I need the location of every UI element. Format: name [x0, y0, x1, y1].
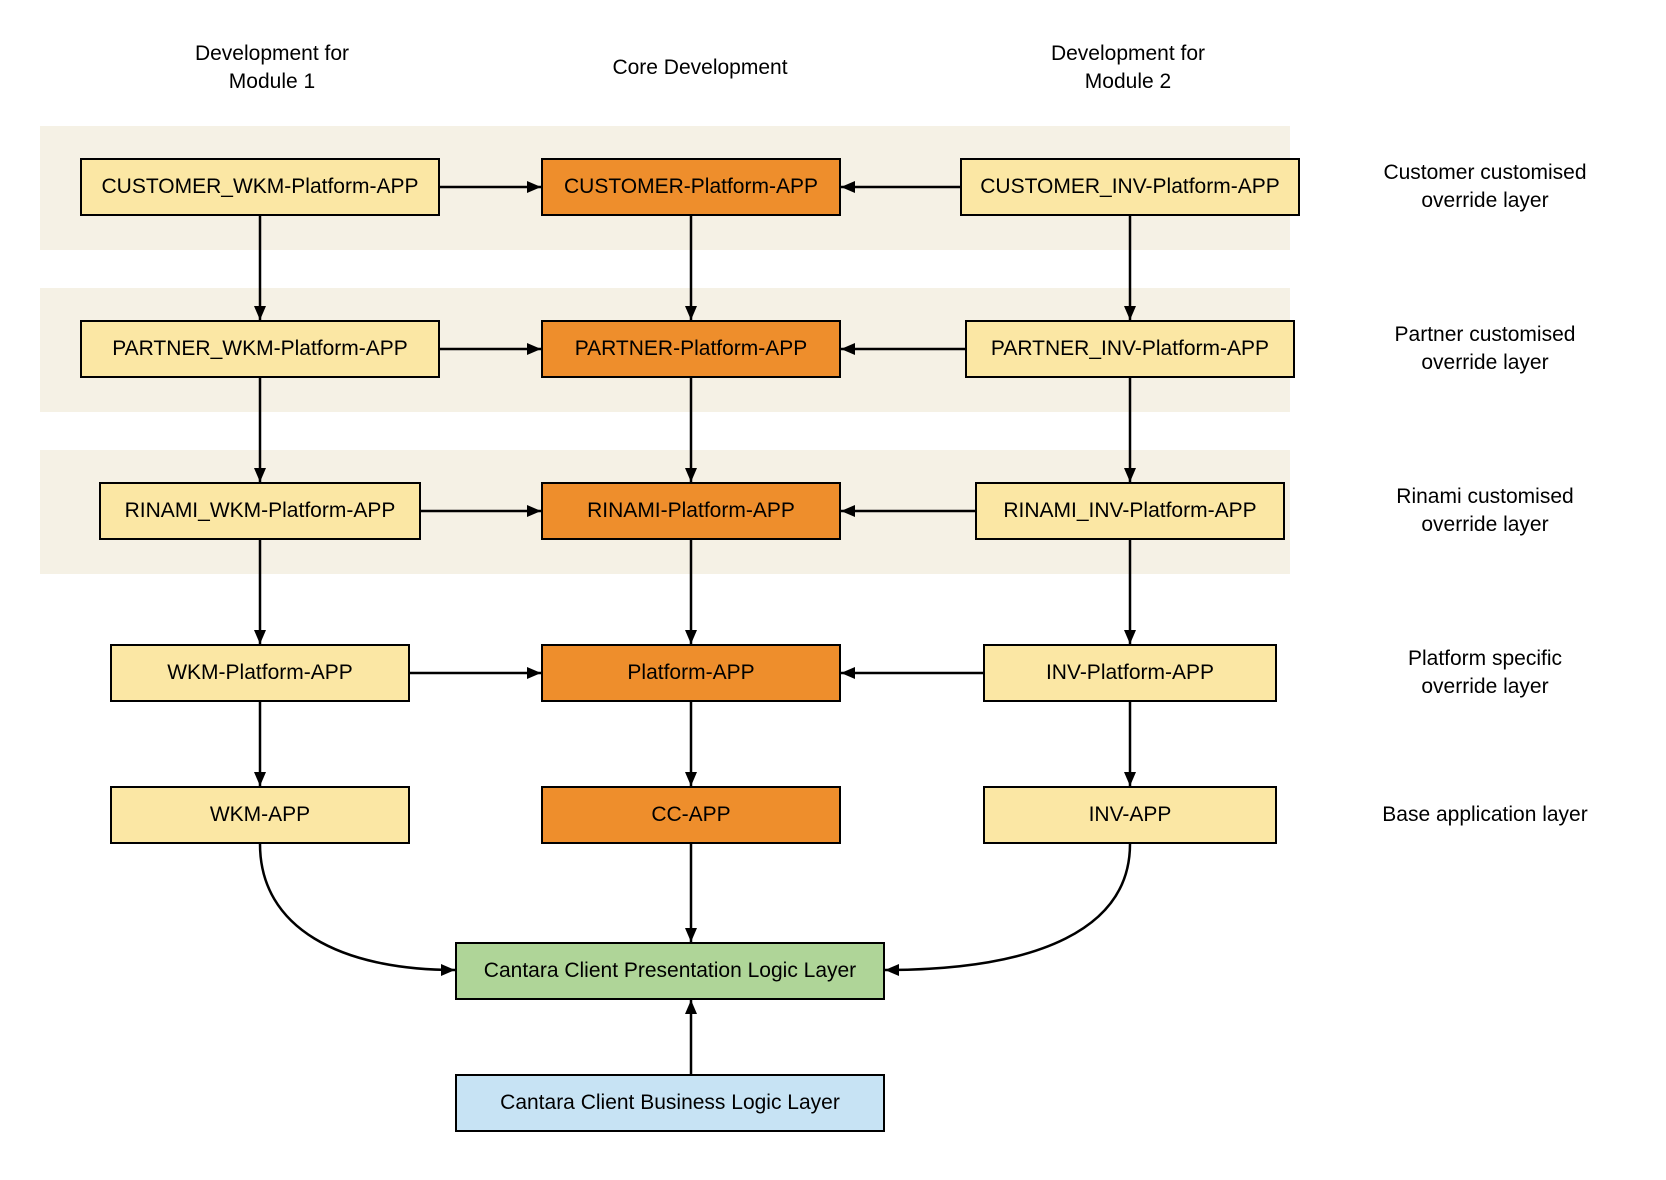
header-module2-line2: Module 2 [1084, 70, 1172, 93]
header-module2: Development for Module 2 [978, 40, 1278, 96]
header-module1: Development for Module 1 [122, 40, 422, 96]
node-rinami-platform-app: RINAMI-Platform-APP [541, 482, 841, 540]
node-inv-app: INV-APP [983, 786, 1277, 844]
label-rinami-layer: Rinami customised override layer [1310, 483, 1660, 539]
node-wkm-app: WKM-APP [110, 786, 410, 844]
label-platform-layer: Platform specific override layer [1310, 645, 1660, 701]
header-module1-line2: Module 1 [228, 70, 316, 93]
node-wkm-platform-app: WKM-Platform-APP [110, 644, 410, 702]
node-rinami-wkm-platform-app: RINAMI_WKM-Platform-APP [99, 482, 421, 540]
node-partner-wkm-platform-app: PARTNER_WKM-Platform-APP [80, 320, 440, 378]
label-customer-layer: Customer customised override layer [1310, 159, 1660, 215]
node-partner-platform-app: PARTNER-Platform-APP [541, 320, 841, 378]
node-customer-platform-app: CUSTOMER-Platform-APP [541, 158, 841, 216]
label-customer-layer-line1: Customer customised [1383, 161, 1587, 184]
label-partner-layer: Partner customised override layer [1310, 321, 1660, 377]
label-platform-layer-line2: override layer [1421, 675, 1549, 698]
label-platform-layer-line1: Platform specific [1407, 647, 1563, 670]
label-partner-layer-line2: override layer [1421, 351, 1549, 374]
header-module1-line1: Development for [194, 42, 350, 65]
header-core-development-line1: Core Development [612, 56, 788, 79]
label-rinami-layer-line1: Rinami customised [1396, 485, 1574, 508]
header-module2-line1: Development for [1050, 42, 1206, 65]
node-cc-app: CC-APP [541, 786, 841, 844]
node-presentation-logic-layer: Cantara Client Presentation Logic Layer [455, 942, 885, 1000]
node-business-logic-layer: Cantara Client Business Logic Layer [455, 1074, 885, 1132]
node-partner-inv-platform-app: PARTNER_INV-Platform-APP [965, 320, 1295, 378]
node-customer-wkm-platform-app: CUSTOMER_WKM-Platform-APP [80, 158, 440, 216]
label-customer-layer-line2: override layer [1421, 189, 1549, 212]
label-rinami-layer-line2: override layer [1421, 513, 1549, 536]
node-customer-inv-platform-app: CUSTOMER_INV-Platform-APP [960, 158, 1300, 216]
label-partner-layer-line1: Partner customised [1394, 323, 1576, 346]
header-core-development: Core Development [550, 54, 850, 82]
node-platform-app: Platform-APP [541, 644, 841, 702]
node-inv-platform-app: INV-Platform-APP [983, 644, 1277, 702]
label-base-layer-line1: Base application layer [1382, 803, 1588, 826]
node-rinami-inv-platform-app: RINAMI_INV-Platform-APP [975, 482, 1285, 540]
label-base-layer: Base application layer [1310, 801, 1660, 829]
